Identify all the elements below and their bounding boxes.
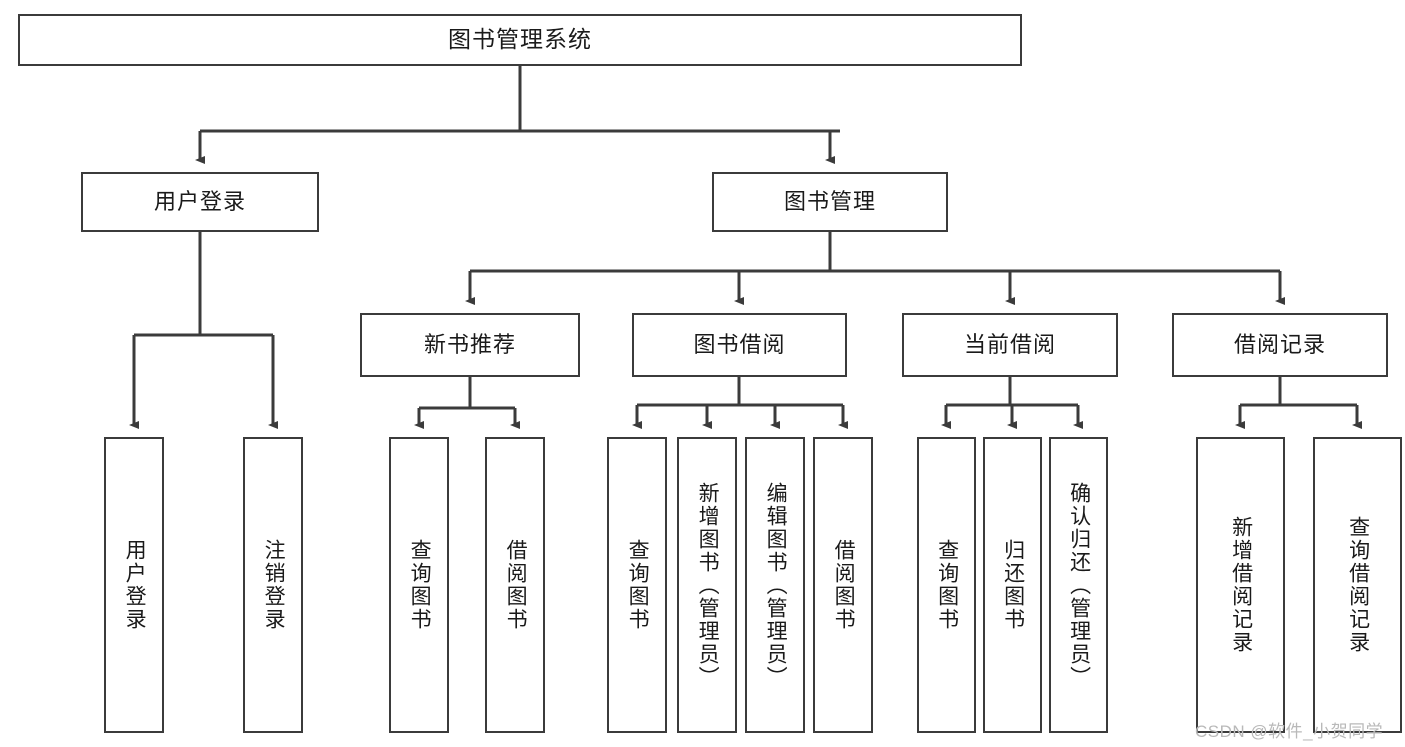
node-leaf-add-book[interactable]: 新增图书（管理员）: [677, 437, 737, 733]
leaf-label: 查询图书: [626, 539, 650, 631]
node-leaf-query-book-1[interactable]: 查询图书: [389, 437, 449, 733]
node-book-borrow[interactable]: 图书借阅: [632, 313, 847, 377]
csdn-watermark: CSDN @软件_小贺同学: [1195, 722, 1384, 741]
leaf-label: 注销登录: [262, 539, 286, 631]
leaf-label: 确认归还（管理员）: [1067, 481, 1091, 689]
node-leaf-user-login[interactable]: 用户登录: [104, 437, 164, 733]
leaf-label: 编辑图书（管理员）: [764, 481, 788, 689]
leaf-label: 借阅图书: [832, 539, 856, 631]
node-book-manage[interactable]: 图书管理: [712, 172, 948, 232]
node-user-login[interactable]: 用户登录: [81, 172, 319, 232]
leaf-label: 查询图书: [408, 539, 432, 631]
node-leaf-logout[interactable]: 注销登录: [243, 437, 303, 733]
node-borrow-record[interactable]: 借阅记录: [1172, 313, 1388, 377]
node-leaf-borrow-book-2[interactable]: 借阅图书: [813, 437, 873, 733]
node-new-book-recommend[interactable]: 新书推荐: [360, 313, 580, 377]
leaf-label: 新增图书（管理员）: [696, 481, 720, 689]
node-leaf-edit-book[interactable]: 编辑图书（管理员）: [745, 437, 805, 733]
node-root[interactable]: 图书管理系统: [18, 14, 1022, 66]
node-leaf-confirm-return[interactable]: 确认归还（管理员）: [1049, 437, 1108, 733]
node-leaf-query-record[interactable]: 查询借阅记录: [1313, 437, 1402, 733]
node-leaf-add-record[interactable]: 新增借阅记录: [1196, 437, 1285, 733]
leaf-label: 用户登录: [123, 539, 147, 631]
node-leaf-return-book[interactable]: 归还图书: [983, 437, 1042, 733]
leaf-label: 查询图书: [935, 539, 959, 631]
leaf-label: 借阅图书: [504, 539, 528, 631]
node-leaf-borrow-book-1[interactable]: 借阅图书: [485, 437, 545, 733]
leaf-label: 新增借阅记录: [1229, 516, 1253, 654]
leaf-label: 查询借阅记录: [1346, 516, 1370, 654]
node-leaf-query-book-3[interactable]: 查询图书: [917, 437, 976, 733]
node-current-borrow[interactable]: 当前借阅: [902, 313, 1118, 377]
leaf-label: 归还图书: [1001, 539, 1025, 631]
node-leaf-query-book-2[interactable]: 查询图书: [607, 437, 667, 733]
